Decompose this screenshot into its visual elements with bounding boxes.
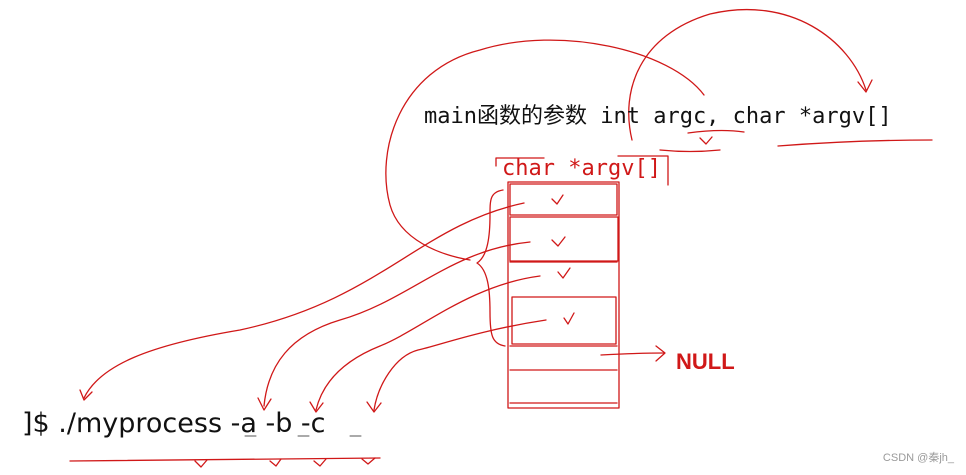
command-underline	[69, 457, 381, 462]
argv-label: char *argv[]	[502, 156, 661, 181]
command-tick-2	[269, 458, 282, 467]
null-arrow-line	[600, 352, 665, 356]
arrowhead-argv3	[366, 401, 382, 413]
check-mark-2	[557, 267, 571, 279]
arrowhead-argv1	[257, 397, 272, 411]
arrow-argv3	[373, 319, 547, 411]
signature-tail-line	[659, 149, 721, 153]
command-tick-4	[361, 457, 376, 465]
argc-underline	[687, 129, 745, 145]
command-tick-3	[313, 458, 327, 467]
null-label: NULL	[676, 349, 735, 374]
argv-array-outline	[507, 181, 620, 409]
argv-underline	[777, 139, 933, 147]
null-arrowhead	[655, 345, 666, 362]
argv-cell-0	[509, 183, 618, 216]
argv-cell-3	[511, 296, 617, 345]
array-brace	[476, 189, 506, 347]
arrow-argv1	[263, 241, 531, 407]
argv-cell-1	[509, 216, 619, 262]
check-mark-0	[551, 194, 564, 205]
arrowhead-argv0	[79, 389, 93, 401]
check-mark-3	[563, 312, 575, 325]
watermark: CSDN @秦jh_	[882, 452, 954, 464]
argv-label-bracket	[495, 155, 669, 186]
command-tick-1	[194, 459, 208, 468]
argc-loop-arrow	[385, 39, 705, 261]
main-signature-text: main函数的参数 int argc, char *argv[]	[424, 104, 892, 129]
arrowhead-argv2	[309, 401, 324, 413]
command-line-text: ]$ ./myprocess -a -b -c	[22, 408, 326, 439]
argv-arrowhead	[857, 79, 873, 93]
arrow-argv2	[315, 275, 541, 411]
check-mark-1	[551, 236, 566, 247]
argc-to-argv-arrow	[628, 9, 867, 141]
arrow-argv0	[83, 202, 525, 399]
